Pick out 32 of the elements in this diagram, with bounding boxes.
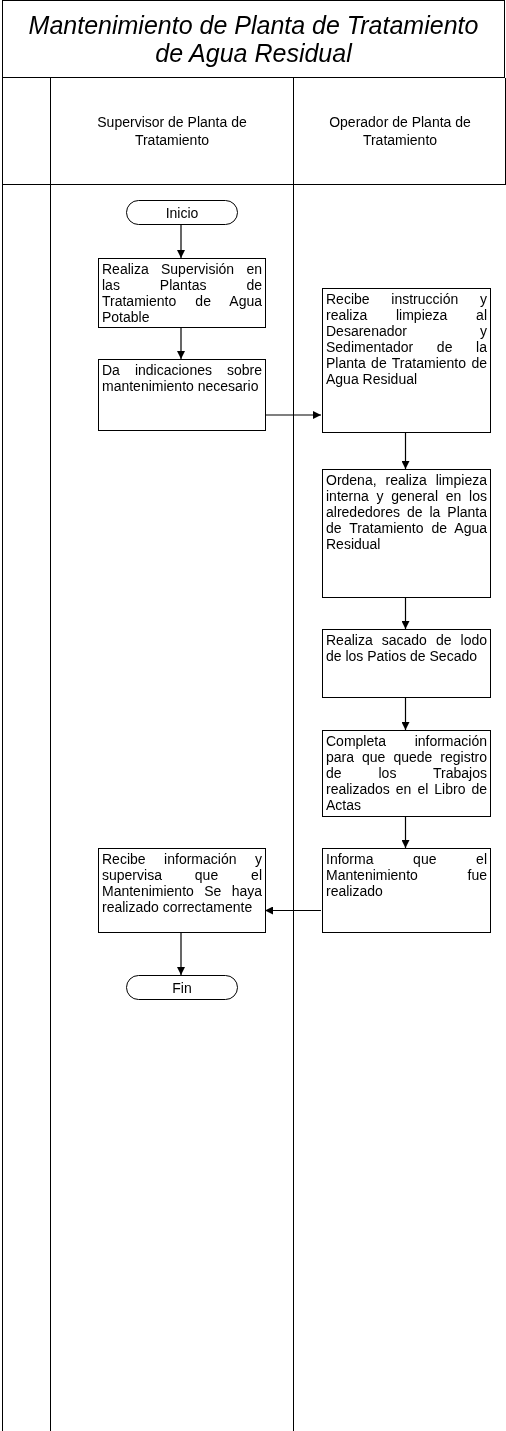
- process-box: [322, 848, 491, 933]
- process-box: [98, 848, 266, 933]
- terminator-label: Fin: [172, 980, 192, 995]
- swimlane: [50, 78, 293, 1431]
- arrow: [177, 224, 185, 259]
- lane-header: Operador de Planta de Tratamiento: [328, 113, 472, 149]
- step-text: Completa información para que quede registro de los Trabajos realizados en el Libro de Actas: [326, 733, 487, 813]
- process-box: [98, 359, 266, 431]
- step-text: Realiza Supervisión en las Plantas de Tratamiento de Agua Potable: [102, 261, 262, 325]
- terminator-label: Inicio: [165, 205, 199, 220]
- lane-header: Supervisor de Planta de Tratamiento: [96, 113, 248, 149]
- arrow: [264, 906, 322, 915]
- arrow: [401, 816, 410, 849]
- diagram-title: Mantenimiento de Planta de Tratamiento de Agua Residual: [27, 11, 480, 67]
- process-box: [322, 469, 491, 598]
- step-text: Ordena, realiza limpieza interna y general en los alrededores de la Planta de Tratamiento de Agua Residual: [326, 472, 487, 552]
- step-text: Recibe información y supervisa que el Mantenimiento Se haya realizado correctamente: [102, 851, 262, 915]
- step-text: Da indicaciones sobre mantenimiento necesario: [102, 362, 262, 394]
- swimlane: [293, 78, 506, 1431]
- process-box: [322, 629, 491, 698]
- terminator: [126, 975, 238, 1000]
- step-text: Realiza sacado de lodo de los Patios de Secado: [326, 632, 487, 664]
- arrow: [177, 327, 185, 360]
- arrow: [401, 597, 410, 630]
- arrow: [177, 932, 185, 976]
- arrow: [401, 432, 410, 470]
- process-box: [322, 288, 491, 433]
- step-text: Recibe instrucción y realiza limpieza al Desarenador y Sedimentador de la Planta de Tratamiento de Agua Residual: [326, 291, 487, 387]
- step-text: Informa que el Mantenimiento fue realizado: [326, 851, 487, 899]
- arrow: [401, 697, 410, 731]
- arrow: [264, 411, 322, 419]
- terminator: [126, 200, 238, 225]
